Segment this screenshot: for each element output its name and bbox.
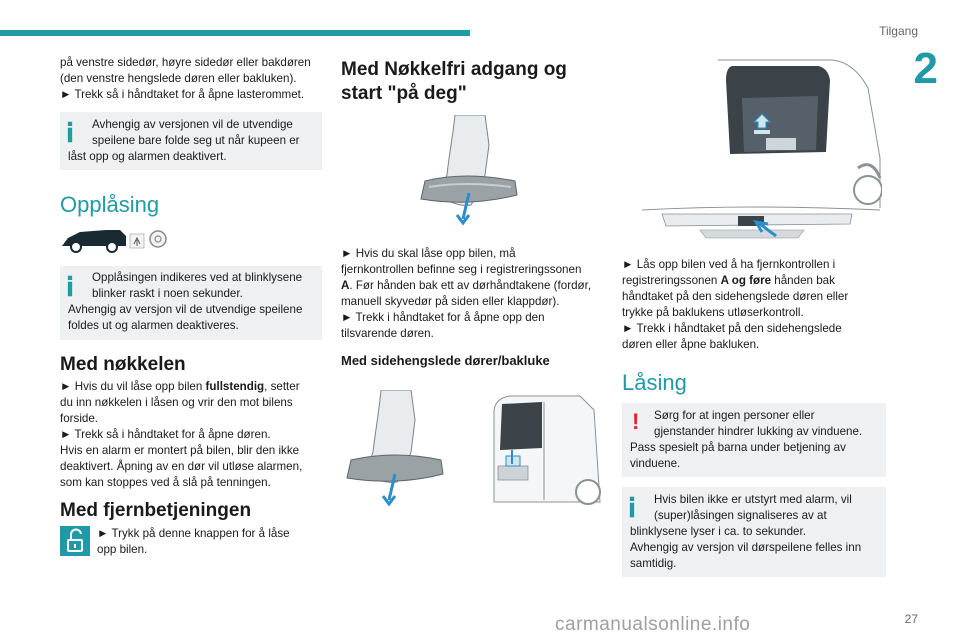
intro-paragraph: på venstre sidedør, høyre sidedør eller … [60, 55, 330, 103]
text-line: tilsvarende døren. [341, 327, 434, 340]
text-line: ► Lås opp bilen ved å ha fjernkontrollen… [622, 258, 836, 271]
info-icon [629, 496, 635, 518]
heading-med-fjernbetjeningen: Med fjernbetjeningen [60, 500, 252, 521]
van-rear-doors-illustration [484, 392, 604, 508]
heading-line: Med Nøkkelfri adgang og [341, 59, 567, 80]
heading-nokkelfri: Med Nøkkelfri adgang og start "på deg" [341, 58, 567, 106]
text-line: vinduene. [630, 457, 681, 470]
unlock-icon [60, 526, 90, 556]
text-line: deaktivert. Åpning av en dør vil utløse … [60, 460, 303, 473]
text-line: samtidig. [630, 557, 677, 570]
van-unlock-illustration [60, 226, 170, 254]
bold-text: A og føre [720, 274, 772, 287]
text-span: ► Hvis du vil låse opp bilen [60, 380, 206, 393]
info-box-unlock-indication: Opplåsingen indikeres ved at blinklysene… [60, 266, 322, 340]
fjern-paragraph: ► Trykk på denne knappen for å låse opp … [97, 526, 327, 558]
watermark: carmanualsonline.info [555, 614, 751, 635]
text-line: blinklysene lyser i ca. to sekunder. [630, 525, 806, 538]
heading-line: start "på deg" [341, 83, 467, 104]
text-line: ► Trekk så i håndtaket for å åpne laster… [60, 88, 305, 101]
tailgate-illustration [622, 58, 882, 246]
text-span: hånden bak [771, 274, 835, 287]
text-line: speilene bare folde seg ut når kupeen er [92, 134, 300, 147]
header-title: Tilgang [879, 24, 918, 38]
text-line: blinker raskt i noen sekunder. [92, 287, 243, 300]
text-line: ► Trykk på denne knappen for å låse [97, 527, 290, 540]
chapter-number: 2 [913, 44, 938, 93]
info-icon [67, 275, 73, 297]
hand-handle-illustration [415, 115, 525, 230]
bold-text: A [341, 279, 350, 292]
text-line: på venstre sidedør, høyre sidedør eller … [60, 56, 311, 69]
text-line: Avhengig av versjon vil de utvendige spe… [68, 303, 303, 316]
text-line: du inn nøkkelen i låsen og vrir den mot … [60, 396, 293, 409]
text-line: Pass spesielt på barna under betjening a… [630, 441, 846, 454]
text-line: opp bilen. [97, 543, 148, 556]
text-line: døren eller åpne bakluken. [622, 338, 760, 351]
text-line: låst opp og alarmen deaktivert. [68, 150, 227, 163]
text-line: (den venstre hengslede døren eller baklu… [60, 72, 297, 85]
text-line: som kan stoppes ved å slå på tenningen. [60, 476, 271, 489]
subheading-sidehengslede: Med sidehengslede dører/bakluke [341, 353, 550, 368]
warning-icon: ! [632, 409, 640, 434]
text-line: (super)låsingen signaliseres av at [654, 509, 827, 522]
text-line: foldes ut og alarmen deaktiveres. [68, 319, 239, 332]
info-box-mirrors: Avhengig av versjonen vil de utvendige s… [60, 112, 322, 170]
text-line: Avhengig av versjon vil dørspeilene fell… [630, 541, 862, 554]
text-line: ► Trekk så i håndtaket for å åpne døren. [60, 428, 271, 441]
text-line: ► Trekk i håndtaket for å åpne opp den [341, 311, 545, 324]
text-span: . Før hånden bak ett av dørhåndtakene (f… [349, 279, 592, 292]
text-line: håndtaket på den sidehengslede døren ell… [622, 290, 849, 303]
header-accent-bar [0, 30, 470, 36]
text-span: registreringssonen [622, 274, 721, 287]
page-number: 27 [904, 612, 918, 626]
text-line: Sørg for at ingen personer eller [654, 409, 815, 422]
bold-text: fullstendig [205, 380, 265, 393]
warning-box: ! Sørg for at ingen personer eller gjens… [622, 403, 886, 477]
info-box-superlocking: Hvis bilen ikke er utstyrt med alarm, vi… [622, 487, 886, 577]
text-line: Hvis en alarm er montert på bilen, blir … [60, 444, 300, 457]
text-line: fjernkontrollen befinne seg i registreri… [341, 263, 582, 276]
text-line: Opplåsingen indikeres ved at blinklysene [92, 271, 303, 284]
text-line: manuell skyvedør på siden eller klappdør… [341, 295, 560, 308]
text-line: ► Hvis du skal låse opp bilen, må [341, 247, 516, 260]
text-line: Hvis bilen ikke er utstyrt med alarm, vi… [654, 493, 852, 506]
info-icon [67, 121, 73, 143]
text-span: , setter [264, 380, 300, 393]
section-heading-lasing: Låsing [622, 370, 687, 395]
text-line: forside. [60, 412, 99, 425]
section-heading-opplasing: Opplåsing [60, 192, 160, 217]
hand-handle-illustration-2 [345, 390, 465, 510]
tailgate-paragraph: ► Lås opp bilen ved å ha fjernkontrollen… [622, 257, 892, 353]
nokkelfri-paragraph: ► Hvis du skal låse opp bilen, må fjernk… [341, 246, 613, 342]
text-line: Avhengig av versjonen vil de utvendige [92, 118, 293, 131]
heading-med-nokkelen: Med nøkkelen [60, 354, 186, 375]
text-line: ► Trekk i håndtaket på den sidehengslede [622, 322, 842, 335]
nokkel-paragraph: ► Hvis du vil låse opp bilen fullstendig… [60, 379, 330, 491]
text-line: trykke på baklukens utløserkontroll. [622, 306, 804, 319]
text-line: gjenstander hindrer lukking av vinduene. [654, 425, 863, 438]
